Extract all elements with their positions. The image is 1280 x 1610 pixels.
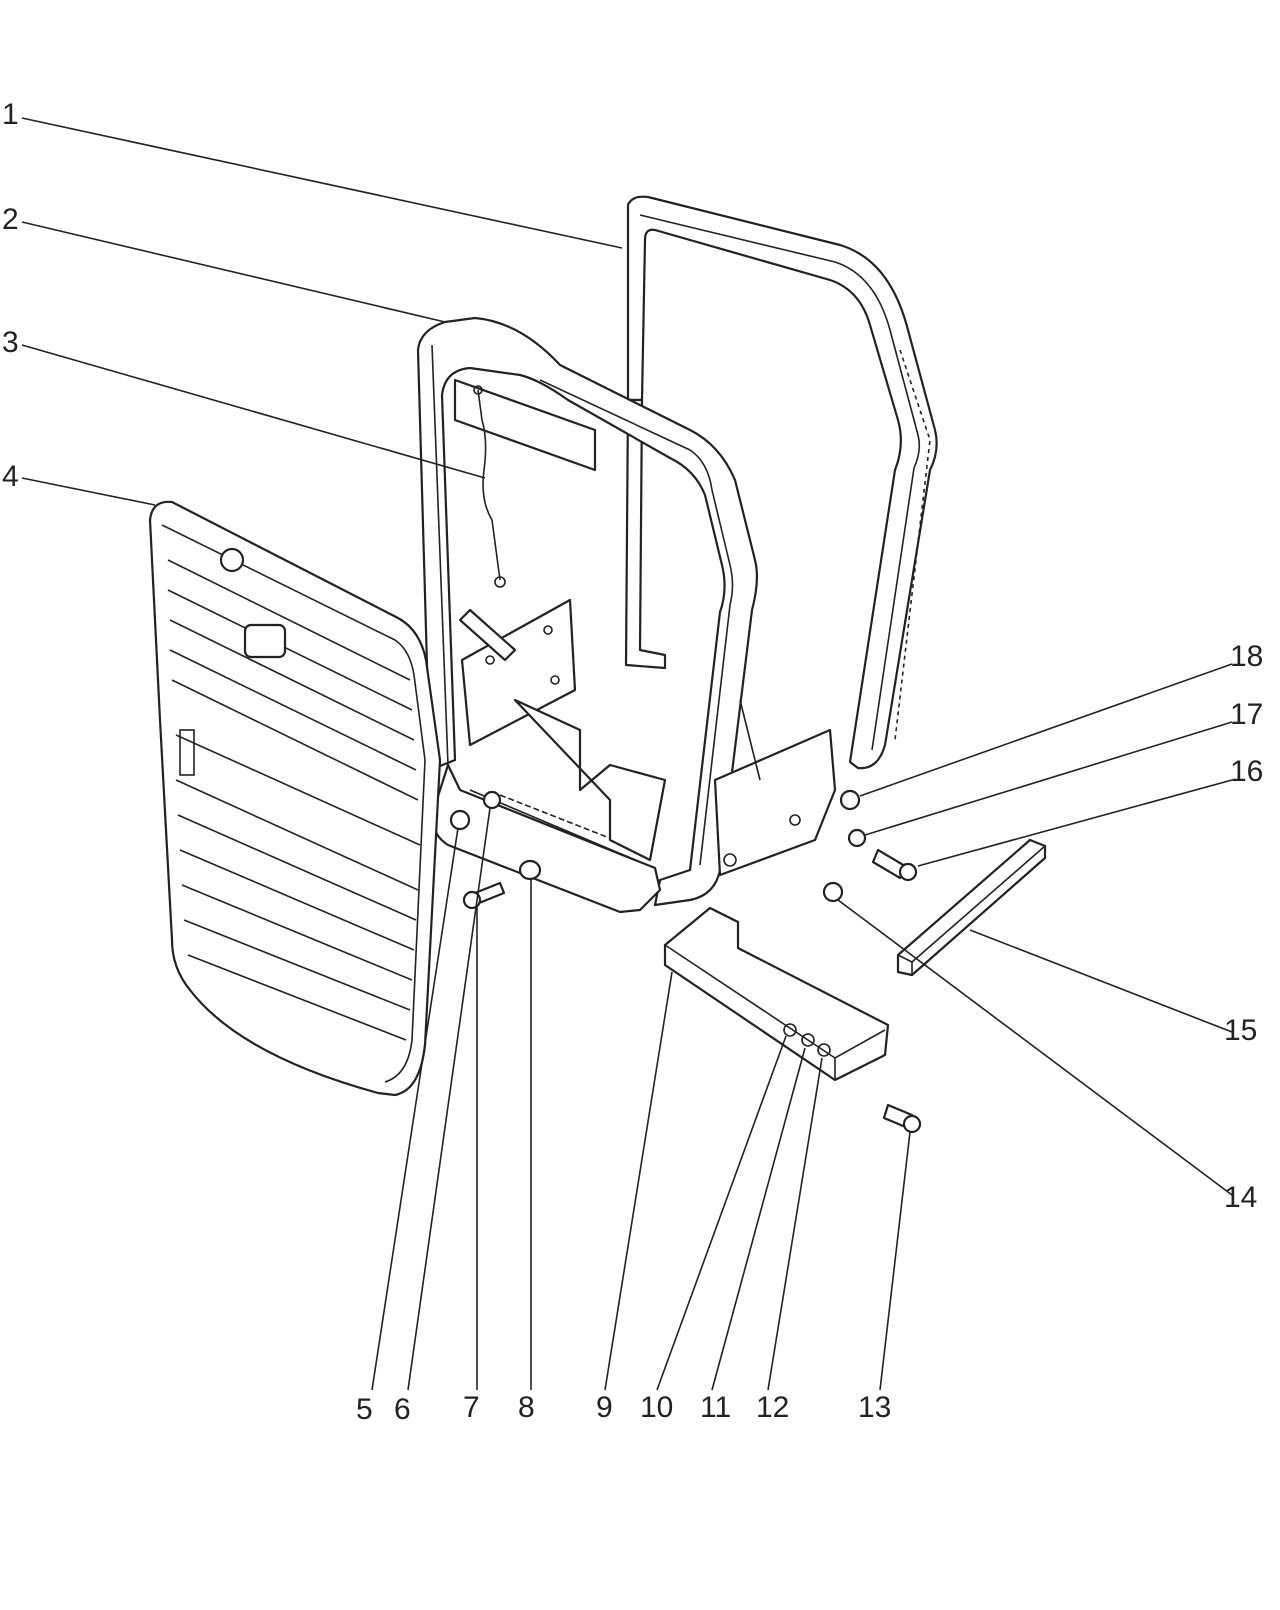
part-6-bushing	[482, 790, 502, 810]
leader-10	[656, 1035, 787, 1391]
leader-4	[21, 477, 156, 506]
leader-12	[767, 1057, 823, 1391]
leader-17	[864, 721, 1233, 836]
callout-8: 8	[518, 1391, 535, 1424]
part-14-nut	[822, 881, 844, 903]
part-5-pin	[449, 809, 471, 831]
callout-17: 17	[1230, 698, 1264, 731]
leader-11	[711, 1047, 806, 1391]
part-8-washer	[518, 859, 542, 881]
callout-3: 3	[2, 326, 19, 359]
callout-12: 12	[756, 1391, 790, 1424]
leader-18	[859, 663, 1233, 797]
leader-2	[21, 221, 446, 323]
leader-lines	[21, 117, 1233, 1391]
leader-16	[917, 779, 1233, 867]
part-7-bolt	[462, 881, 506, 910]
callout-14: 14	[1224, 1181, 1258, 1214]
leader-5	[371, 827, 459, 1391]
part-3-cable	[473, 385, 506, 588]
leader-1	[21, 117, 623, 249]
callout-13: 13	[858, 1391, 892, 1424]
part-17-washer	[847, 828, 867, 848]
part-4-cushion-panel	[148, 500, 442, 1097]
leader-15	[969, 929, 1233, 1033]
part-16-bolt	[871, 848, 918, 882]
callout-6: 6	[394, 1393, 411, 1426]
leader-3	[21, 344, 486, 479]
callout-10: 10	[640, 1391, 674, 1424]
callout-4: 4	[2, 460, 19, 493]
leader-9	[604, 971, 673, 1391]
callout-16: 16	[1230, 755, 1264, 788]
callout-5: 5	[356, 1393, 373, 1426]
part-1-gasket-frame	[624, 195, 938, 770]
callout-7: 7	[463, 1391, 480, 1424]
leader-6	[407, 807, 491, 1391]
callout-18: 18	[1230, 640, 1264, 673]
part-18-nut	[839, 789, 861, 811]
leader-13	[879, 1131, 911, 1391]
part-9-bracket-plate	[663, 906, 890, 1082]
callout-15: 15	[1224, 1014, 1258, 1047]
part-15-bar	[896, 838, 1047, 977]
callout-11: 11	[700, 1391, 732, 1424]
callout-1: 1	[2, 98, 19, 131]
leader-14	[837, 899, 1233, 1196]
callout-9: 9	[596, 1391, 613, 1424]
part-13-bolt	[882, 1103, 922, 1134]
callout-2: 2	[2, 203, 19, 236]
